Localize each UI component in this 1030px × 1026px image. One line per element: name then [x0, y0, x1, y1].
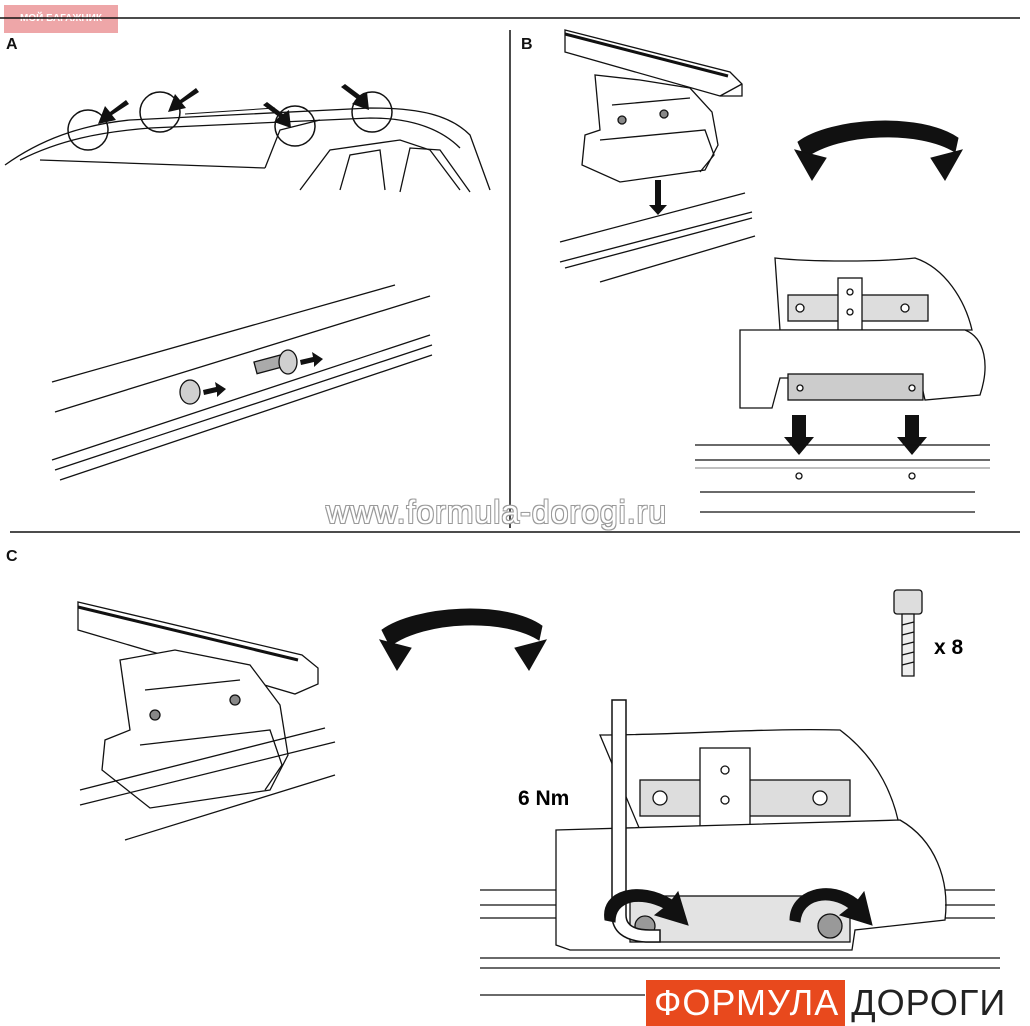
plug-icons [179, 349, 298, 405]
roof-rail-a [51, 284, 433, 481]
logo-part-red: ФОРМУЛА [646, 980, 846, 1026]
rotate-icon-b [793, 120, 964, 181]
roof-rail-b [559, 192, 756, 283]
foot-detail-b [739, 257, 986, 409]
logo-part-dark: ДОРОГИ [851, 982, 1007, 1023]
section-label-c: C [6, 548, 18, 565]
roof-bar-b [564, 29, 743, 97]
watermark-url: www.formula-dorogi.ru [326, 494, 668, 530]
roof-rail-c [79, 727, 336, 841]
rail-detail-b [695, 444, 990, 513]
roof-bar-c [77, 601, 319, 695]
rail-detail-c [480, 889, 1000, 996]
down-arrows-b [784, 415, 927, 455]
down-arrow-b [649, 180, 667, 215]
foot-detail-c [555, 728, 947, 951]
bolt-quantity-label: x 8 [934, 636, 964, 659]
frame-lines [0, 17, 1020, 533]
mount-arrows-a [98, 84, 369, 128]
torque-arrows [604, 888, 873, 926]
rotate-icon-c [378, 608, 548, 671]
bolt-icon [893, 589, 923, 677]
section-label-a: A [6, 36, 18, 53]
allen-key-icon [611, 699, 661, 943]
brand-logo: ФОРМУЛА ДОРОГИ [646, 980, 1012, 1026]
torque-label: 6 Nm [518, 787, 570, 810]
car-roof-drawing [4, 107, 491, 193]
section-label-b: B [521, 36, 533, 53]
mount-point-circles [67, 91, 393, 151]
foot-c [101, 649, 289, 809]
foot-b [581, 74, 719, 183]
plug-arrows [203, 352, 323, 397]
